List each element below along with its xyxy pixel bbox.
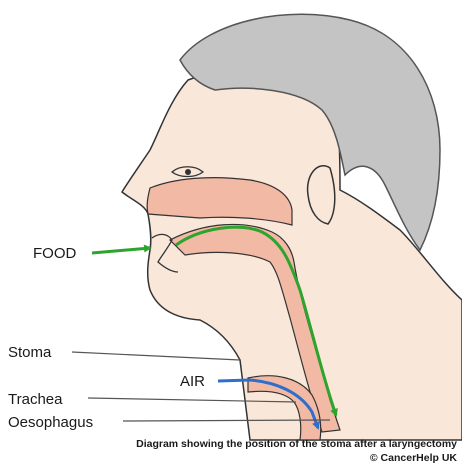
trachea-label: Trachea xyxy=(8,391,63,408)
caption-line-1: Diagram showing the position of the stom… xyxy=(136,438,457,450)
air-label: AIR xyxy=(180,373,205,390)
stoma-label: Stoma xyxy=(8,344,52,361)
eye-pupil xyxy=(185,169,191,175)
stoma-leader-line xyxy=(72,352,240,360)
caption-line-2: © CancerHelp UK xyxy=(370,452,458,464)
food-arrow xyxy=(92,248,150,253)
food-label: FOOD xyxy=(33,245,76,262)
oesophagus-label: Oesophagus xyxy=(8,414,93,431)
